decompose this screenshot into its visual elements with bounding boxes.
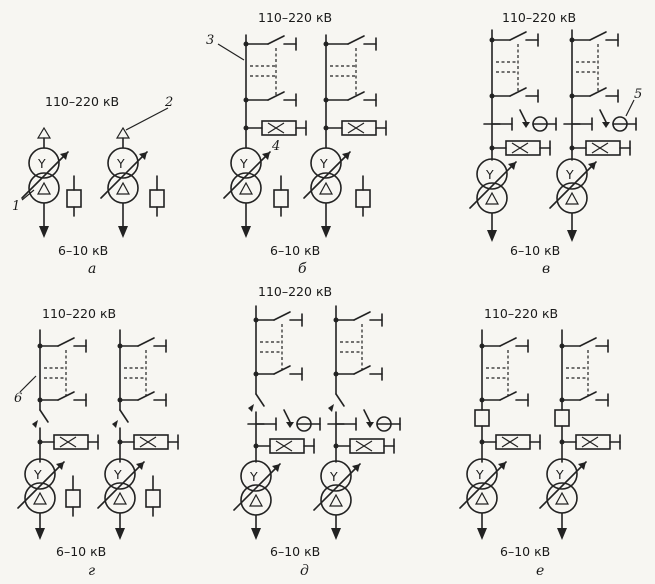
panel-b-lv-label: 6–10 кВ	[270, 243, 320, 258]
panel-d-lv-label: 6–10 кВ	[270, 544, 320, 559]
svg-text:Y: Y	[113, 467, 122, 482]
callout-5: 5	[634, 87, 642, 102]
panel-g-hv-label: 110–220 кВ	[42, 306, 116, 321]
callout-4: 4	[271, 139, 280, 154]
panel-a-unit-2: Y	[100, 126, 165, 238]
panel-a-caption: а	[88, 261, 96, 277]
panel-a-lv-label: 6–10 кВ	[58, 243, 108, 258]
callout-6: 6	[14, 391, 22, 406]
panel-e: 110–220 кВ Y	[459, 306, 621, 579]
panel-a-hv-label: 110–220 кВ	[45, 94, 119, 109]
svg-text:Y: Y	[239, 156, 248, 171]
panel-e-lv-label: 6–10 кВ	[500, 544, 550, 559]
svg-text:Y: Y	[116, 156, 125, 171]
panel-a-unit-1: Y	[21, 126, 82, 238]
panel-a: 110–220 кВ Y Y	[12, 94, 173, 277]
svg-text:Y: Y	[319, 156, 328, 171]
panel-e-caption: е	[536, 563, 544, 579]
callout-2: 2	[164, 95, 173, 110]
svg-text:Y: Y	[249, 469, 258, 484]
panel-b: 110–220 кВ Y	[206, 10, 387, 277]
panel-b-unit-1: Y	[223, 34, 307, 238]
panel-v-caption: в	[542, 261, 550, 277]
svg-text:Y: Y	[485, 167, 494, 182]
panel-g-unit-1: Y	[17, 329, 99, 540]
panel-v-lv-label: 6–10 кВ	[510, 243, 560, 258]
panel-g: 110–220 кВ Y	[14, 306, 179, 579]
panel-v-hv-label: 110–220 кВ	[502, 10, 576, 25]
svg-text:Y: Y	[555, 467, 564, 482]
panel-g-caption: г	[88, 563, 95, 579]
panel-d: 110–220 кВ	[233, 284, 401, 579]
panel-d-unit-1: Y	[233, 305, 321, 540]
panel-d-unit-2: Y	[313, 305, 401, 540]
panel-g-unit-2: Y	[97, 329, 179, 540]
svg-text:Y: Y	[37, 156, 46, 171]
panel-v: 110–220 кВ	[469, 10, 642, 277]
panel-b-unit-2: Y	[303, 34, 387, 238]
panel-e-unit-1: Y	[459, 329, 541, 540]
panel-d-hv-label: 110–220 кВ	[258, 284, 332, 299]
svg-text:Y: Y	[475, 467, 484, 482]
panel-e-hv-label: 110–220 кВ	[484, 306, 558, 321]
panel-d-caption: д	[300, 563, 309, 579]
panel-b-caption: б	[298, 261, 307, 277]
panel-g-lv-label: 6–10 кВ	[56, 544, 106, 559]
callout-3: 3	[206, 33, 214, 48]
svg-text:Y: Y	[33, 467, 42, 482]
panel-v-unit-1: Y	[469, 29, 557, 242]
panel-b-hv-label: 110–220 кВ	[258, 10, 332, 25]
callout-1: 1	[12, 199, 20, 214]
svg-text:Y: Y	[329, 469, 338, 484]
panel-e-unit-2: Y	[539, 329, 621, 540]
svg-text:Y: Y	[565, 167, 574, 182]
panel-v-unit-2: Y	[549, 29, 637, 242]
